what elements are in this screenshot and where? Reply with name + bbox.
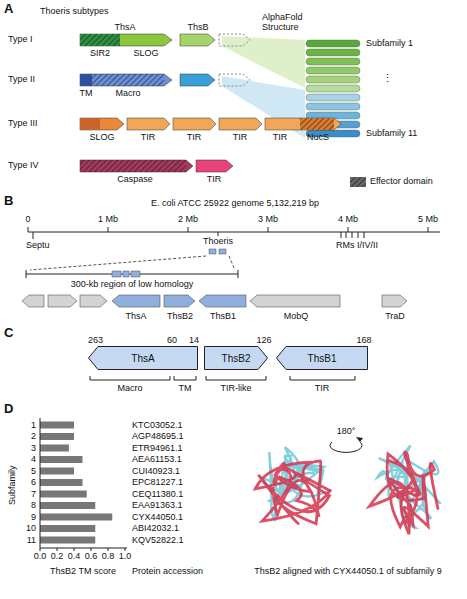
gene-label: ThsB1 <box>210 311 236 321</box>
domain-label: TIR <box>273 132 288 142</box>
locus-label: Thoeris <box>203 236 233 246</box>
column-heading: ThsA <box>114 22 135 32</box>
accession: KTC03052.1 <box>132 420 183 430</box>
accession: ABI42032.1 <box>132 523 179 533</box>
axis-tick: 2 <box>31 431 36 441</box>
accession: EPC81227.1 <box>132 477 183 487</box>
panel-letter: C <box>4 326 13 341</box>
axis-tick: 7 <box>31 489 36 499</box>
axis-tick: 0.8 <box>102 551 115 561</box>
domain-label: SLOG <box>133 48 158 58</box>
type-label: Type IV <box>8 160 39 170</box>
locus-label: Septu <box>26 240 50 250</box>
domain-label: TIR <box>233 132 248 142</box>
domain-label: SLOG <box>89 132 114 142</box>
genome-title: E. coli ATCC 25922 genome 5,132,219 bp <box>151 198 319 208</box>
subfamily-label: Subfamily 11 <box>366 128 417 138</box>
domain-label: Caspase <box>117 174 153 184</box>
axis-tick: 1.0 <box>119 551 132 561</box>
panel-letter: A <box>4 2 13 17</box>
axis-title: Protein accession <box>132 566 203 576</box>
length-number: 126 <box>256 335 271 345</box>
gene-label: ThsB2 <box>167 311 193 321</box>
accession: AGP48695.1 <box>132 431 184 441</box>
axis-tick: 1 <box>31 420 36 430</box>
axis-title: Subfamily <box>7 465 17 505</box>
domain-label: TM <box>80 88 93 98</box>
accession: CYX44050.1 <box>132 512 183 522</box>
gene-label: MobQ <box>284 311 309 321</box>
panel-letter: B <box>4 194 13 209</box>
gene-name: ThsB1 <box>308 353 337 364</box>
legend-text: Effector domain <box>370 176 433 186</box>
panel-letter: D <box>4 402 13 417</box>
accession: KQV52822.1 <box>132 535 184 545</box>
domain-label: NucS <box>307 132 329 142</box>
type-label: Type II <box>8 74 35 84</box>
length-number: 168 <box>356 335 371 345</box>
gene-arrow: ThsB1 <box>276 346 368 370</box>
locus-label: RMs I/IV/II <box>336 240 378 250</box>
axis-tick: 0.4 <box>68 551 81 561</box>
gene-name: ThsB2 <box>222 353 251 364</box>
scale-label: 5 Mb <box>418 214 438 224</box>
accession: CUI40923.1 <box>132 466 180 476</box>
column-heading: ThsB <box>187 22 208 32</box>
axis-tick: 11 <box>27 535 36 545</box>
axis-tick: 4 <box>31 454 36 464</box>
type-label: Type I <box>8 34 33 44</box>
domain-label: TIR <box>315 383 330 393</box>
region-label: 300-kb region of low homology <box>71 279 194 289</box>
domain-label: TIR <box>207 174 222 184</box>
axis-tick: 6 <box>31 477 36 487</box>
accession: EAA91363.1 <box>132 500 183 510</box>
domain-label: TM <box>179 383 192 393</box>
axis-tick: 8 <box>31 500 36 510</box>
domain-label: Macro <box>115 88 140 98</box>
axis-tick: 0.2 <box>51 551 64 561</box>
gene-arrow: ThsA <box>88 346 198 370</box>
subfamily-label: Subfamily 1 <box>366 38 413 48</box>
ellipsis: ⋮ <box>382 72 393 85</box>
panel-heading: Thoeris subtypes <box>40 6 109 16</box>
accession: AEA61153.1 <box>132 454 182 464</box>
structure-caption: ThsB2 aligned with CYX44050.1 of subfami… <box>254 566 442 576</box>
length-number: 14 <box>189 335 199 345</box>
domain-label: TIR <box>141 132 156 142</box>
axis-tick: 10 <box>26 523 36 533</box>
domain-label: Macro <box>117 383 142 393</box>
legend-swatch <box>350 177 366 187</box>
scale-label: 2 Mb <box>178 214 198 224</box>
type-label: Type III <box>8 118 38 128</box>
gene-label: ThsA <box>125 311 146 321</box>
axis-tick: 3 <box>31 443 36 453</box>
scale-label: 3 Mb <box>258 214 278 224</box>
gene-label: TraD <box>385 311 405 321</box>
rotation-label: 180° <box>337 426 356 436</box>
axis-tick: 0.6 <box>85 551 98 561</box>
length-number: 60 <box>167 335 177 345</box>
gene-arrow: ThsB2 <box>204 346 268 370</box>
gene-name: ThsA <box>131 353 154 364</box>
accession: CEQ11380.1 <box>132 489 183 499</box>
scale-label: 1 Mb <box>98 214 118 224</box>
length-number: 263 <box>88 335 103 345</box>
domain-label: SIR2 <box>90 48 110 58</box>
axis-tick: 9 <box>31 512 36 522</box>
scale-label: 4 Mb <box>338 214 358 224</box>
axis-title: ThsB2 TM score <box>50 566 116 576</box>
domain-label: TIR-like <box>221 383 252 393</box>
domain-label: TIR <box>187 132 202 142</box>
column-heading: AlphaFold Structure <box>262 12 324 33</box>
scale-label: 0 <box>25 214 30 224</box>
axis-tick: 0.0 <box>34 551 47 561</box>
axis-tick: 5 <box>31 466 36 476</box>
accession: ETR94961.1 <box>132 443 183 453</box>
